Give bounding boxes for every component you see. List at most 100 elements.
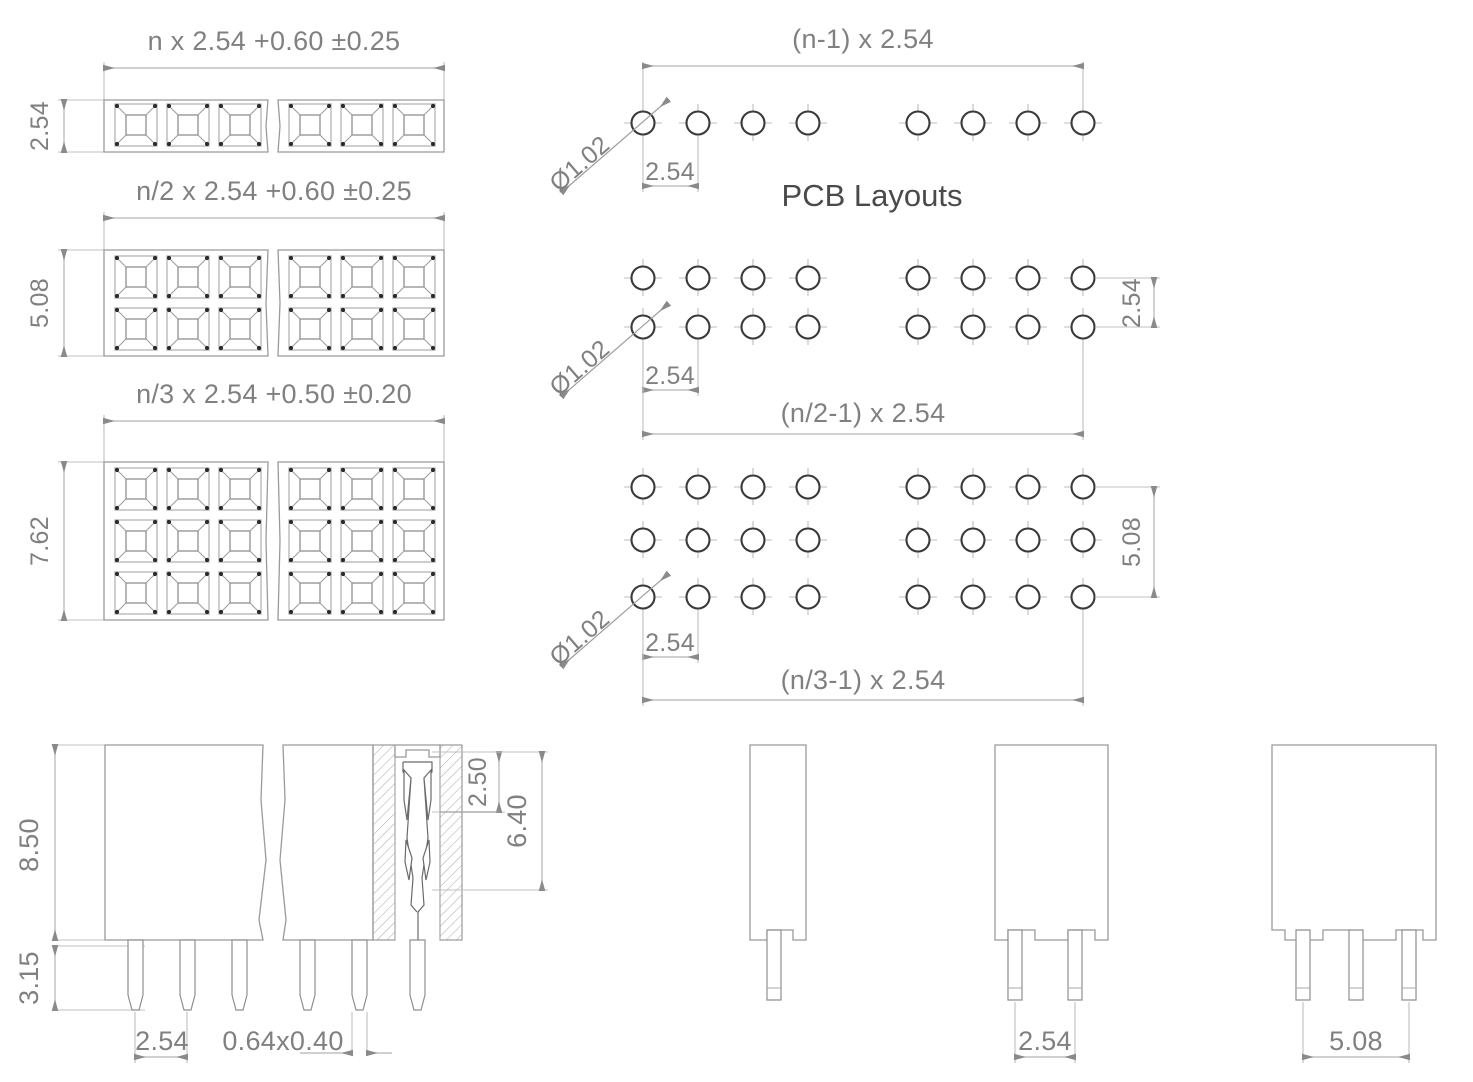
- pcb-layout-triple-row: Ø1.02 2.54 5.08 (n/3-1) x 2.54: [544, 468, 1160, 706]
- dim-double-row-height: [58, 248, 104, 358]
- dim-label-pin-pitch: 2.54: [135, 1026, 189, 1056]
- socket-cell: [166, 467, 210, 511]
- pcb-hole: [899, 468, 937, 505]
- socket-cell: [114, 103, 158, 147]
- socket-cell: [288, 467, 332, 511]
- pcb-hole-grid-double: [624, 259, 1102, 345]
- pcb-hole: [789, 521, 827, 558]
- dim-pcb-triple-rowspacing: [1095, 485, 1160, 599]
- socket-cell: [166, 519, 210, 563]
- socket-cell: [288, 255, 332, 299]
- socket-cell: [288, 103, 332, 147]
- pin-group-right: [299, 939, 368, 1011]
- leader-pcb-single-diameter: [558, 96, 672, 196]
- socket-cell: [166, 307, 210, 351]
- pcb-hole: [789, 578, 827, 615]
- pcb-hole: [954, 521, 992, 558]
- socket-cell: [288, 571, 332, 615]
- socket-cell: [392, 255, 436, 299]
- dim-label-pcb-single-pitch: 2.54: [645, 158, 695, 186]
- dim-single-row-height: [58, 98, 104, 154]
- pcb-hole: [734, 308, 772, 345]
- pcb-hole: [679, 104, 717, 141]
- dim-label-pcb-triple-span: (n/3-1) x 2.54: [781, 665, 946, 695]
- dim-pcb-triple-span: [641, 615, 1085, 706]
- dim-side-double-pitch: [1013, 1002, 1077, 1063]
- socket-cell: [288, 307, 332, 351]
- leader-pcb-triple-diameter: [558, 570, 672, 670]
- dim-label-side-triple-pitch: 5.08: [1329, 1026, 1383, 1056]
- dim-label-pcb-triple-pitch: 2.54: [645, 629, 695, 657]
- pcb-hole: [789, 308, 827, 345]
- socket-cell: [114, 467, 158, 511]
- pcb-hole: [899, 521, 937, 558]
- socket-cell: [114, 571, 158, 615]
- pcb-hole: [679, 259, 717, 296]
- socket-cell: [166, 103, 210, 147]
- dim-pin-cross-section: [300, 1012, 392, 1057]
- pcb-hole: [899, 308, 937, 345]
- socket-cell: [340, 467, 384, 511]
- dim-label-triple-row-height: 7.62: [26, 516, 54, 566]
- front-view-single-row: n x 2.54 +0.60 ±0.25 2.54: [26, 26, 446, 154]
- connector-body-right-section: [279, 744, 463, 1011]
- pcb-hole: [789, 104, 827, 141]
- socket-cell: [218, 467, 262, 511]
- pcb-hole: [734, 468, 772, 505]
- socket-cell: [114, 307, 158, 351]
- socket-cell: [218, 103, 262, 147]
- pcb-hole: [1009, 578, 1047, 615]
- pcb-hole: [1009, 521, 1047, 558]
- dim-label-body-height: 8.50: [14, 818, 44, 872]
- pcb-hole: [1064, 468, 1102, 505]
- pcb-hole: [1009, 308, 1047, 345]
- socket-cell: [218, 307, 262, 351]
- pcb-hole: [624, 468, 662, 505]
- socket-cell: [392, 307, 436, 351]
- pcb-hole: [899, 259, 937, 296]
- pcb-hole: [1064, 521, 1102, 558]
- pcb-hole: [679, 308, 717, 345]
- pcb-hole: [1009, 259, 1047, 296]
- pcb-hole: [1064, 259, 1102, 296]
- pcb-hole: [734, 521, 772, 558]
- dim-label-pcb-double-rowspacing: 2.54: [1118, 278, 1146, 328]
- dim-label-contact-depth: 6.40: [502, 794, 532, 848]
- front-view-triple-row: n/3 x 2.54 +0.50 ±0.20 7.62: [26, 379, 446, 622]
- socket-cell: [114, 255, 158, 299]
- socket-cell-grid-triple: [114, 467, 436, 615]
- dim-label-double-row-height: 5.08: [26, 278, 54, 328]
- pcb-hole: [954, 259, 992, 296]
- pcb-hole: [954, 468, 992, 505]
- dim-pin-pitch: [133, 1012, 189, 1063]
- dim-triple-row-height: [58, 460, 104, 622]
- pcb-hole: [954, 308, 992, 345]
- socket-cell: [340, 519, 384, 563]
- pcb-layouts-title: PCB Layouts: [782, 178, 963, 213]
- socket-cell: [340, 255, 384, 299]
- socket-cell: [392, 103, 436, 147]
- pcb-hole: [899, 104, 937, 141]
- dim-side-triple-pitch: [1301, 1002, 1411, 1063]
- pcb-hole: [1064, 104, 1102, 141]
- dim-contact-depth: [432, 750, 548, 892]
- pcb-hole: [1009, 104, 1047, 141]
- contact-spring: [402, 761, 433, 940]
- socket-cell: [392, 571, 436, 615]
- socket-cell: [218, 571, 262, 615]
- socket-cell-group-single-a: [114, 103, 262, 147]
- socket-cell-grid-double: [114, 255, 436, 351]
- dim-label-pin-cross-section: 0.64x0.40: [222, 1026, 343, 1056]
- pcb-hole: [954, 578, 992, 615]
- socket-cell: [114, 519, 158, 563]
- pcb-hole: [1009, 468, 1047, 505]
- socket-cell-group-single-b: [288, 103, 436, 147]
- socket-cell: [340, 103, 384, 147]
- dim-pcb-double-span: [641, 345, 1085, 440]
- pcb-hole: [899, 578, 937, 615]
- dim-label-pcb-single-span: (n-1) x 2.54: [792, 24, 934, 54]
- pcb-hole: [789, 468, 827, 505]
- socket-cell: [218, 255, 262, 299]
- side-view-single: [749, 744, 807, 1001]
